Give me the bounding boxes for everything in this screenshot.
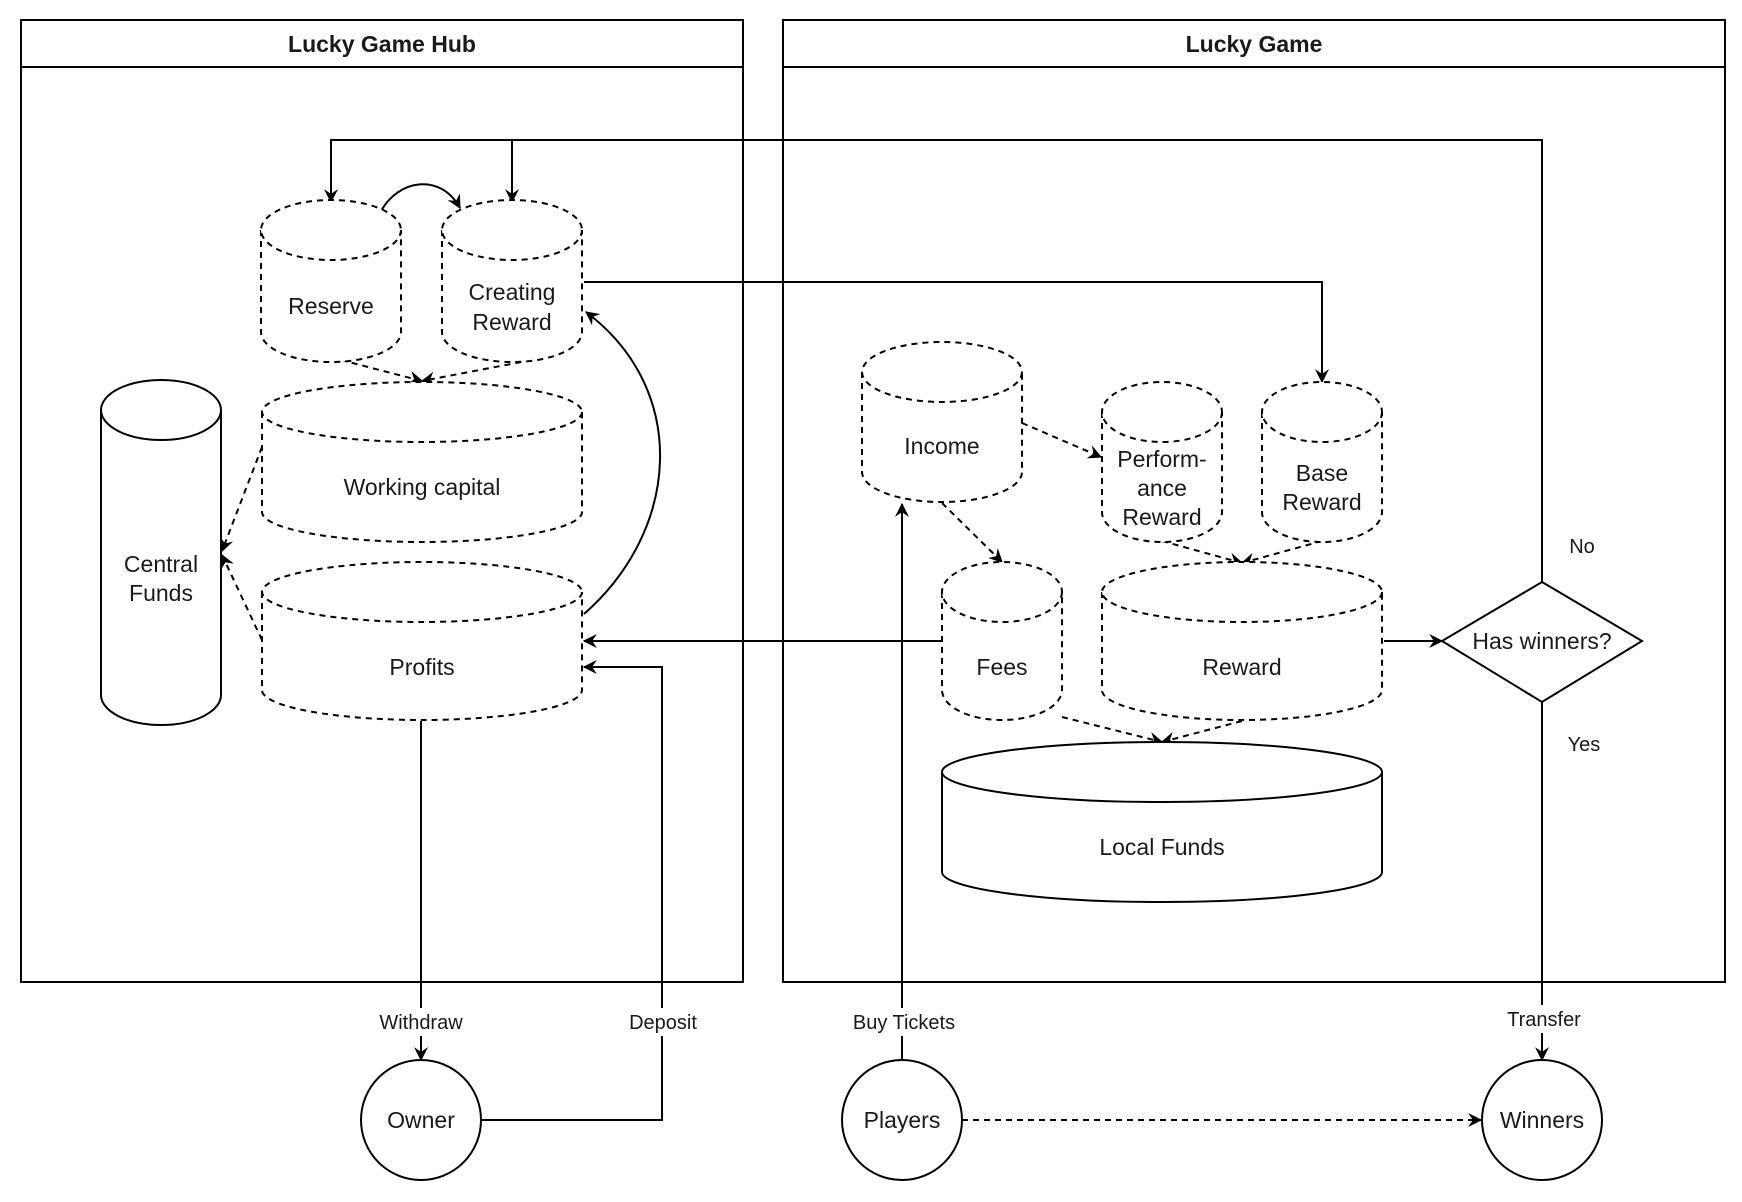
edge-no-loop <box>324 139 1543 582</box>
edge-reserve-to-creating-reward <box>380 183 461 212</box>
players-label: Players <box>864 1107 941 1133</box>
central-funds-store: Central Funds <box>100 379 222 726</box>
local-funds-store: Local Funds <box>941 741 1383 903</box>
edge-creating-to-base-reward <box>584 281 1329 384</box>
edge-labels: Withdraw Deposit Buy Tickets Transfer No… <box>374 536 1600 1036</box>
base-reward-store: Base Reward <box>1261 381 1383 543</box>
owner-actor: Owner <box>360 1059 482 1181</box>
working-capital-store: Working capital <box>261 381 583 543</box>
players-actor: Players <box>841 1059 963 1181</box>
edge-performance-to-reward <box>1161 540 1244 567</box>
buy-tickets-label: Buy Tickets <box>853 1012 955 1034</box>
reserve-label: Reserve <box>288 293 374 319</box>
edge-reserve-to-working-capital <box>340 359 424 385</box>
base-reward-label-line2: Reward <box>1282 489 1361 515</box>
local-funds-label: Local Funds <box>1099 834 1224 860</box>
creating-reward-label-line1: Creating <box>469 279 556 305</box>
profits-store: Profits <box>261 561 583 721</box>
performance-reward-label-line3: Reward <box>1122 504 1201 530</box>
fees-label: Fees <box>976 654 1027 680</box>
withdraw-label: Withdraw <box>379 1012 463 1034</box>
profits-label: Profits <box>389 654 454 680</box>
performance-reward-label-line2: ance <box>1137 475 1187 501</box>
income-label: Income <box>904 433 979 459</box>
reward-label: Reward <box>1202 654 1281 680</box>
edge-deposit <box>482 660 663 1121</box>
no-branch-label: No <box>1569 536 1595 558</box>
working-capital-label: Working capital <box>344 474 501 500</box>
income-store: Income <box>861 341 1023 503</box>
central-funds-label-line1: Central <box>124 551 198 577</box>
game-pool-title: Lucky Game <box>1186 31 1323 57</box>
reserve-store: Reserve <box>260 199 402 363</box>
winners-label: Winners <box>1500 1107 1584 1133</box>
edge-reward-to-local-funds <box>1160 720 1243 746</box>
central-funds-label-line2: Funds <box>129 580 193 606</box>
has-winners-decision: Has winners? <box>1440 580 1644 704</box>
deposit-label: Deposit <box>629 1012 697 1034</box>
fees-store: Fees <box>941 561 1063 721</box>
edge-creating-to-working-capital <box>420 359 533 386</box>
performance-reward-label-line1: Perform- <box>1117 446 1206 472</box>
edge-income-to-fees <box>941 502 1003 563</box>
edge-income-to-performance-reward <box>1021 422 1103 459</box>
winners-actor: Winners <box>1481 1059 1603 1181</box>
base-reward-label-line1: Base <box>1296 460 1348 486</box>
edge-profits-to-creating-reward <box>583 311 661 615</box>
performance-reward-store: Perform- ance Reward <box>1101 381 1223 543</box>
transfer-label: Transfer <box>1507 1009 1581 1031</box>
edge-profits-to-central-funds <box>221 553 263 641</box>
edge-base-to-reward <box>1240 540 1323 567</box>
reward-store: Reward <box>1101 561 1383 721</box>
yes-branch-label: Yes <box>1568 734 1601 756</box>
owner-label: Owner <box>387 1107 455 1133</box>
creating-reward-label-line2: Reward <box>472 309 551 335</box>
edges <box>220 139 1549 1127</box>
creating-reward-store: Creating Reward <box>441 199 583 363</box>
has-winners-label: Has winners? <box>1472 628 1611 654</box>
hub-pool-title: Lucky Game Hub <box>288 31 476 57</box>
edge-working-capital-to-central-funds <box>220 446 263 553</box>
